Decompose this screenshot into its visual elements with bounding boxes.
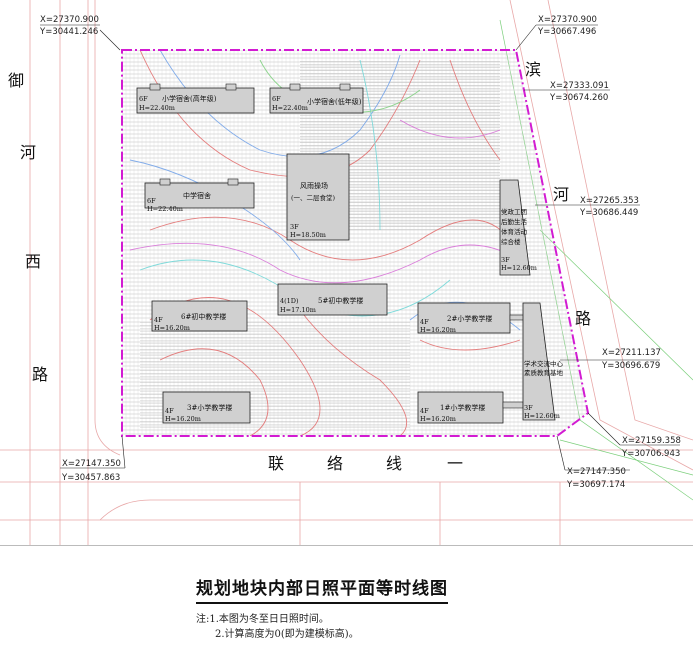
svg-text:Y=30696.679: Y=30696.679 bbox=[601, 361, 660, 371]
building-admin-complex: 党政工团 后勤生活 体育活动 综合楼 3F H=12.60m bbox=[499, 179, 537, 276]
svg-text:路: 路 bbox=[575, 309, 591, 328]
sunlight-contour-plan: 小学宿舍(高年级) 6F H=22.40m 小学宿舍(低年级) 6F H=22.… bbox=[0, 0, 693, 545]
svg-text:X=27265.353: X=27265.353 bbox=[580, 196, 639, 206]
svg-text:络: 络 bbox=[327, 454, 343, 473]
svg-text:联: 联 bbox=[268, 454, 284, 473]
note-prefix: 注: bbox=[196, 614, 210, 625]
building-floors: 3F bbox=[501, 256, 510, 264]
svg-text:X=27370.900: X=27370.900 bbox=[538, 15, 597, 25]
building-label-line: 体育活动 bbox=[501, 227, 528, 236]
building-academic-center: 学术交流中心 素质教育基地 3F H=12.60m bbox=[522, 302, 564, 421]
building-height: H=16.20m bbox=[420, 326, 456, 334]
svg-text:Y=30457.863: Y=30457.863 bbox=[61, 473, 120, 483]
svg-text:X=27370.900: X=27370.900 bbox=[40, 15, 99, 25]
building-label: 3#小学教学楼 bbox=[187, 403, 232, 412]
building-label-line: 后勤生活 bbox=[501, 217, 528, 226]
building-floors: 3F bbox=[290, 223, 299, 231]
caption-area: 规划地块内部日照平面等时线图 注:1.本图为冬至日日照时间。 2.计算高度为0(… bbox=[0, 545, 693, 670]
building-floors: 4F bbox=[154, 316, 163, 324]
building-floors: 4(1D) bbox=[280, 297, 299, 305]
figure-title: 规划地块内部日照平面等时线图 bbox=[196, 574, 448, 604]
road-label-west: 御 河 西 路 bbox=[8, 71, 48, 384]
building-floors: 4F bbox=[165, 407, 174, 415]
note-line-1: 注:1.本图为冬至日日照时间。 bbox=[196, 612, 359, 627]
building-label: 6#初中教学楼 bbox=[181, 312, 226, 321]
coord-sw: X=27147.350 Y=30457.863 bbox=[60, 435, 126, 483]
building-floors: 4F bbox=[420, 407, 429, 415]
building-elementary-teaching-3: 3#小学教学楼 4F H=16.20m bbox=[162, 391, 251, 424]
context-road-lines bbox=[0, 0, 693, 545]
figure-notes: 注:1.本图为冬至日日照时间。 2.计算高度为0(即为建模标高)。 bbox=[196, 612, 359, 642]
svg-text:线: 线 bbox=[386, 454, 402, 473]
svg-text:X=27333.091: X=27333.091 bbox=[550, 81, 609, 91]
svg-text:滨: 滨 bbox=[525, 60, 541, 79]
building-elementary-dorm-junior: 小学宿舍(低年级) 6F H=22.40m bbox=[269, 83, 364, 114]
building-height: H=16.20m bbox=[420, 415, 456, 423]
building-middle-school-dorm: 中学宿舍 6F H=22.40m bbox=[144, 178, 255, 213]
svg-text:X=27147.350: X=27147.350 bbox=[62, 459, 121, 469]
building-label: 小学宿舍(高年级) bbox=[162, 94, 217, 103]
svg-text:御: 御 bbox=[8, 71, 24, 90]
svg-text:Y=30674.260: Y=30674.260 bbox=[549, 93, 608, 103]
svg-text:Y=30667.496: Y=30667.496 bbox=[537, 27, 596, 37]
building-label: 小学宿舍(低年级) bbox=[307, 97, 362, 106]
svg-text:Y=30686.449: Y=30686.449 bbox=[579, 208, 638, 218]
note-text: 1.本图为冬至日日照时间。 bbox=[209, 614, 329, 625]
svg-text:X=27159.358: X=27159.358 bbox=[622, 436, 681, 446]
building-height: H=16.20m bbox=[165, 415, 201, 423]
building-height: H=12.60m bbox=[501, 264, 537, 272]
building-sports-hall: 风雨操场 (一、二层食堂) 3F H=18.50m bbox=[286, 153, 350, 241]
svg-text:Y=30441.246: Y=30441.246 bbox=[39, 27, 98, 37]
coord-e1: X=27333.091 Y=30674.260 bbox=[524, 81, 610, 103]
building-label-line: 综合楼 bbox=[501, 237, 521, 246]
svg-text:Y=30706.943: Y=30706.943 bbox=[621, 449, 680, 459]
svg-text:Y=30697.174: Y=30697.174 bbox=[566, 480, 625, 490]
building-elementary-dorm-senior: 小学宿舍(高年级) 6F H=22.40m bbox=[136, 83, 255, 114]
building-junior-teaching-5: 5#初中教学楼 4(1D) H=17.10m bbox=[277, 283, 388, 316]
coord-e3: X=27211.137 Y=30696.679 bbox=[560, 348, 661, 371]
building-height: H=22.40m bbox=[147, 205, 183, 213]
building-label: 2#小学教学楼 bbox=[447, 314, 492, 323]
coord-callouts: X=27370.900 Y=30441.246 X=27370.900 Y=30… bbox=[39, 15, 681, 490]
building-label: 党政工团 bbox=[501, 207, 527, 216]
note-text: 2.计算高度为0(即为建模标高)。 bbox=[215, 629, 359, 640]
svg-text:河: 河 bbox=[553, 185, 569, 204]
building-label: 1#小学教学楼 bbox=[440, 403, 485, 412]
building-floors: 6F bbox=[272, 95, 281, 103]
building-elementary-teaching-2: 2#小学教学楼 4F H=16.20m bbox=[417, 302, 525, 334]
building-floors: 3F bbox=[524, 404, 533, 412]
coord-se: X=27159.358 Y=30706.943 bbox=[587, 412, 681, 459]
road-label-south: 联 络 线 一 bbox=[268, 454, 463, 473]
building-height: H=22.40m bbox=[139, 104, 175, 112]
building-junior-teaching-6: 6#初中教学楼 4F H=16.20m bbox=[151, 300, 248, 332]
building-label-line: 素质教育基地 bbox=[524, 368, 564, 377]
svg-text:西: 西 bbox=[25, 252, 41, 271]
building-height: H=12.60m bbox=[524, 412, 560, 420]
building-label: 风雨操场 bbox=[300, 181, 328, 190]
building-floors: 4F bbox=[420, 318, 429, 326]
building-height: H=18.50m bbox=[290, 231, 326, 239]
road-label-east: 滨 河 路 bbox=[525, 60, 591, 328]
svg-text:路: 路 bbox=[32, 365, 48, 384]
building-height: H=17.10m bbox=[280, 306, 316, 314]
site-boundary bbox=[121, 49, 590, 437]
coord-e2: X=27265.353 Y=30686.449 bbox=[535, 196, 640, 218]
building-height: H=22.40m bbox=[272, 104, 308, 112]
building-floors: 6F bbox=[147, 197, 156, 205]
building-elementary-teaching-1: 1#小学教学楼 4F H=16.20m bbox=[417, 391, 524, 424]
svg-text:一: 一 bbox=[447, 454, 463, 473]
coord-s: X=27147.350 Y=30697.174 bbox=[556, 435, 630, 490]
coord-nw: X=27370.900 Y=30441.246 bbox=[39, 15, 121, 51]
building-label-2: (一、二层食堂) bbox=[291, 193, 336, 202]
svg-text:X=27211.137: X=27211.137 bbox=[602, 348, 661, 358]
building-label: 学术交流中心 bbox=[524, 359, 564, 368]
building-label: 中学宿舍 bbox=[183, 191, 211, 200]
svg-text:河: 河 bbox=[20, 143, 36, 162]
building-floors: 6F bbox=[139, 95, 148, 103]
note-line-2: 2.计算高度为0(即为建模标高)。 bbox=[196, 627, 359, 642]
svg-text:X=27147.350: X=27147.350 bbox=[567, 467, 626, 477]
coord-ne: X=27370.900 Y=30667.496 bbox=[515, 15, 598, 51]
building-height: H=16.20m bbox=[154, 324, 190, 332]
building-label: 5#初中教学楼 bbox=[318, 296, 363, 305]
